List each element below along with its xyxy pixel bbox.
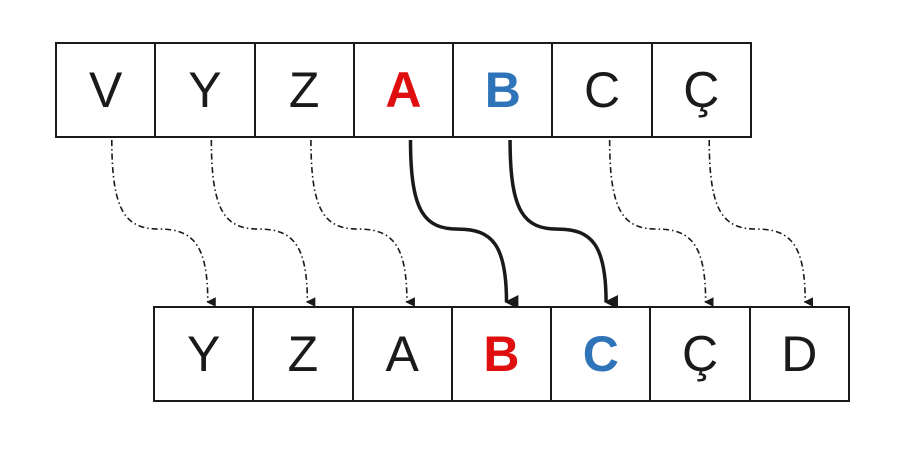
arrow-2 <box>310 139 415 307</box>
arrow-1 <box>210 139 316 307</box>
bottom-cell-3: B <box>453 308 553 400</box>
arrow-3 <box>408 139 519 309</box>
bottom-cell-4: C <box>552 308 652 400</box>
arrow-4 <box>508 139 618 309</box>
top-cell-0: V <box>57 44 157 136</box>
top-cell-4: B <box>454 44 554 136</box>
arrow-6 <box>708 139 814 307</box>
bottom-cell-5: Ç <box>651 308 751 400</box>
top-cell-2: Z <box>256 44 355 136</box>
top-cell-1: Y <box>156 44 256 136</box>
top-cell-6: Ç <box>683 62 720 118</box>
arrow-5 <box>608 139 714 307</box>
top-cell-3: A <box>355 44 455 136</box>
bottom-cell-6: D <box>781 326 818 382</box>
bottom-cell-2: A <box>354 308 453 400</box>
bottom-letter-row: Y Z A B C Ç D <box>153 306 850 402</box>
bottom-cell-0: Y <box>155 308 255 400</box>
arrow-0 <box>110 139 216 307</box>
top-cell-5: C <box>553 44 653 136</box>
top-letter-row: V Y Z A B C Ç <box>55 42 752 138</box>
bottom-cell-1: Z <box>254 308 354 400</box>
